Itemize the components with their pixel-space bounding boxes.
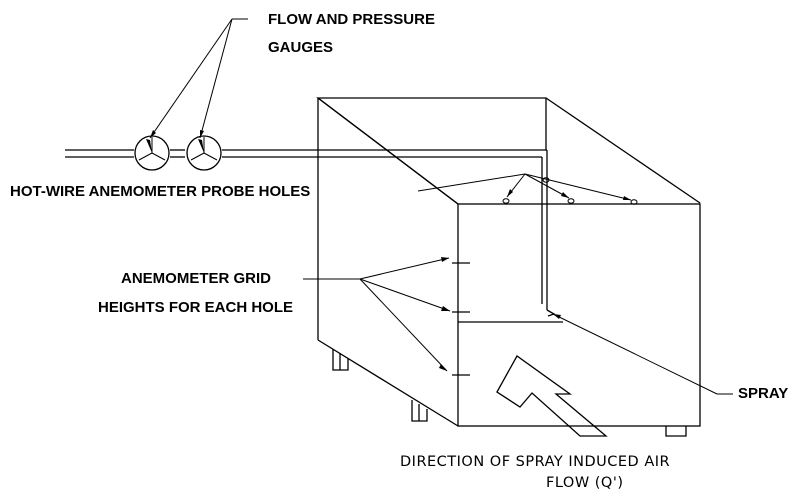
flow-direction-arrow-icon (496, 355, 608, 437)
grid-leader-lines (303, 257, 451, 372)
caption-line2: FLOW (Q') (546, 475, 623, 491)
flow-gauge-icon (186, 135, 222, 171)
probe-holes (502, 177, 638, 205)
gauges-label-line1: FLOW AND PRESSURE (268, 11, 435, 28)
spray-label: SPRAY (738, 385, 788, 402)
pressure-gauge-icon (134, 135, 170, 171)
probe-leader-lines (417, 173, 632, 201)
gauge-leader-lines (149, 18, 248, 139)
caption-line1: DIRECTION OF SPRAY INDUCED AIR (400, 454, 670, 470)
grid-height-ticks (452, 262, 470, 376)
grid-heights-label-line2: HEIGHTS FOR EACH HOLE (98, 299, 293, 316)
probe-holes-label: HOT-WIRE ANEMOMETER PROBE HOLES (10, 183, 310, 200)
spray-leader (552, 313, 733, 395)
supply-pipe (65, 149, 556, 317)
chamber-legs (332, 349, 687, 437)
test-chamber (316, 97, 701, 427)
gauges-label-line2: GAUGES (268, 39, 333, 56)
grid-heights-label-line1: ANEMOMETER GRID (121, 270, 271, 287)
